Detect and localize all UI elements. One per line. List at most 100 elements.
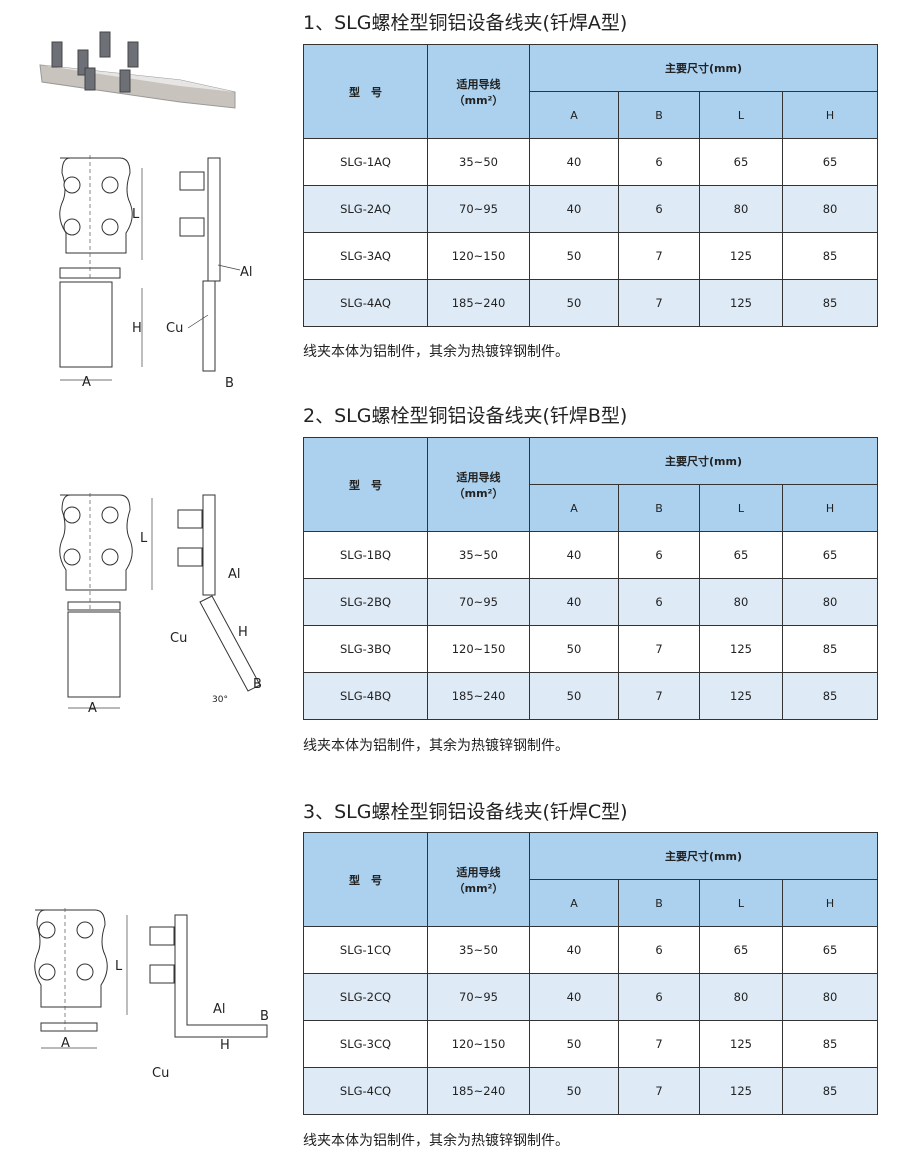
table-cell: 80 [781, 578, 879, 626]
section-note-1: 线夹本体为铝制件，其余为热镀锌钢制件。 [303, 344, 569, 360]
table-cell: 40 [529, 138, 619, 186]
label-H: H [238, 625, 248, 640]
table-cell: 50 [529, 279, 619, 327]
table-cell: SLG-4CQ [303, 1067, 428, 1115]
header-wire-unit: （mm²） [453, 881, 504, 895]
label-angle: 30° [212, 695, 228, 705]
product-photo [39, 31, 236, 109]
header-dim-A: A [529, 879, 619, 927]
header-dim-L: L [699, 484, 783, 532]
table-cell: 40 [529, 185, 619, 233]
table-cell: SLG-2CQ [303, 973, 428, 1021]
section-note-3: 线夹本体为铝制件，其余为热镀锌钢制件。 [303, 1133, 569, 1149]
section-title-3: 3、SLG螺栓型铜铝设备线夹(钎焊C型) [303, 801, 628, 823]
table-cell: SLG-3BQ [303, 625, 428, 673]
table-cell: 6 [618, 926, 700, 974]
table-cell: 7 [618, 279, 700, 327]
diagram-type-a: L H A Al Cu B [59, 155, 253, 391]
header-wire-label: 适用导线 [456, 470, 501, 484]
table-cell: 35~50 [427, 926, 530, 974]
table-cell: 85 [781, 1067, 879, 1115]
header-dim-A: A [529, 484, 619, 532]
label-B: B [225, 376, 234, 391]
table-cell: 85 [781, 279, 879, 327]
table-cell: 70~95 [427, 185, 530, 233]
table-cell: 65 [699, 531, 783, 579]
header-dim-H: H [781, 91, 879, 139]
table-cell: 120~150 [427, 625, 530, 673]
table-cell: SLG-2BQ [303, 578, 428, 626]
section-note-2: 线夹本体为铝制件，其余为热镀锌钢制件。 [303, 738, 569, 754]
table-cell: 80 [699, 578, 783, 626]
table-cell: 80 [781, 973, 879, 1021]
table-cell: 125 [699, 1020, 783, 1068]
table-cell: 125 [699, 232, 783, 280]
table-cell: 185~240 [427, 279, 530, 327]
table-cell: 65 [781, 531, 879, 579]
table-cell: 50 [529, 672, 619, 720]
table-cell: 7 [618, 672, 700, 720]
label-al: Al [213, 1002, 226, 1017]
table-cell: 85 [781, 625, 879, 673]
header-dim-H: H [781, 484, 879, 532]
table-cell: 120~150 [427, 1020, 530, 1068]
table-cell: 125 [699, 279, 783, 327]
header-model: 型 号 [303, 437, 428, 532]
diagram-type-b: L A Al Cu H 30° B [59, 493, 262, 716]
header-wire-label: 适用导线 [456, 77, 501, 91]
label-L: L [115, 959, 123, 974]
table-cell: 80 [781, 185, 879, 233]
table-cell: 70~95 [427, 973, 530, 1021]
label-A: A [61, 1036, 70, 1051]
header-dim-B: B [618, 91, 700, 139]
table-cell: SLG-1AQ [303, 138, 428, 186]
table-cell: 50 [529, 1067, 619, 1115]
table-cell: 35~50 [427, 531, 530, 579]
table-cell: 85 [781, 672, 879, 720]
label-H: H [132, 321, 142, 336]
label-B: B [260, 1009, 269, 1024]
table-cell: SLG-3AQ [303, 232, 428, 280]
table-cell: 6 [618, 578, 700, 626]
table-cell: SLG-2AQ [303, 185, 428, 233]
table-cell: 40 [529, 926, 619, 974]
table-cell: 65 [699, 138, 783, 186]
table-cell: 35~50 [427, 138, 530, 186]
header-wire-unit: （mm²） [453, 93, 504, 107]
label-B: B [253, 677, 262, 692]
label-A: A [82, 375, 91, 390]
header-wire: 适用导线 （mm²） [427, 437, 530, 532]
label-H: H [220, 1038, 230, 1053]
table-cell: 185~240 [427, 1067, 530, 1115]
label-cu: Cu [170, 631, 187, 646]
table-cell: 65 [699, 926, 783, 974]
header-model: 型 号 [303, 44, 428, 139]
header-dim-B: B [618, 879, 700, 927]
table-cell: 6 [618, 185, 700, 233]
table-cell: 40 [529, 531, 619, 579]
table-cell: SLG-4BQ [303, 672, 428, 720]
table-cell: 7 [618, 1020, 700, 1068]
label-L: L [132, 207, 140, 222]
table-cell: 50 [529, 232, 619, 280]
header-wire-unit: （mm²） [453, 486, 504, 500]
table-cell: 85 [781, 232, 879, 280]
table-cell: 7 [618, 625, 700, 673]
table-cell: 40 [529, 973, 619, 1021]
header-dimensions: 主要尺寸(mm) [528, 437, 879, 485]
table-cell: 7 [618, 1067, 700, 1115]
table-cell: 80 [699, 973, 783, 1021]
table-cell: 125 [699, 625, 783, 673]
table-cell: 6 [618, 531, 700, 579]
table-cell: 6 [618, 138, 700, 186]
header-dim-A: A [529, 91, 619, 139]
